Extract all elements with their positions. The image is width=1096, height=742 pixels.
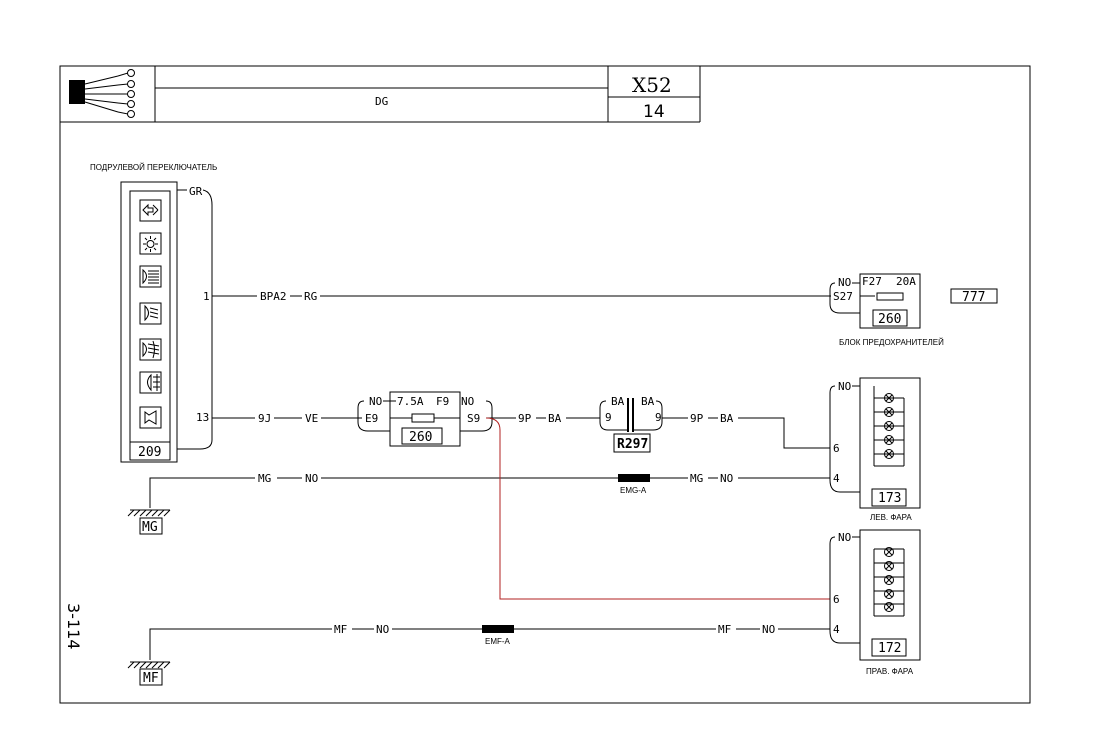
splice-emf-label: EMF-A <box>485 637 511 646</box>
left-headlamp-no: NO <box>838 380 851 393</box>
splice-emg <box>618 474 650 482</box>
fuse-box-mid-ref: 260 <box>409 430 432 445</box>
vehicle-code: X52 <box>632 73 672 97</box>
wire-bpa2: BPA2 RG <box>212 290 831 303</box>
right-headlamp-pin6: 6 <box>833 593 840 606</box>
stalk-switch-ref: 209 <box>138 445 161 460</box>
ground-mg-label: MG <box>142 520 158 535</box>
function-code: DG <box>375 95 388 108</box>
stalk-pin-1: 1 <box>203 290 210 303</box>
wire-ba-a: 9P BA <box>486 412 600 425</box>
turn-signal-icon <box>139 199 162 222</box>
stalk-switch-title: ПОДРУЛЕВОЙ ПЕРЕКЛЮЧАТЕЛЬ <box>90 163 217 172</box>
ground-mf: MF <box>127 661 171 686</box>
wire-label-9p-b: 9P <box>690 412 704 425</box>
connector-r297: BA BA 9 9 R297 <box>599 395 663 453</box>
r297-pin-left: 9 <box>605 411 612 424</box>
wire-label-bpa2: BPA2 <box>260 290 287 303</box>
wire-mf: MF NO EMF-A MF NO <box>149 623 830 660</box>
high-beam-icon <box>139 265 162 288</box>
fuse-box-top-pin: S27 <box>833 290 853 303</box>
fuse-box-top-ref: 260 <box>878 312 901 327</box>
left-headlamp: 173 NO 6 4 ЛЕВ. ФАРА <box>829 377 921 522</box>
fuse-box-mid-pin-in: E9 <box>365 412 378 425</box>
wire-ve: 9J VE <box>212 412 362 425</box>
wire-mg: MG NO EMG-A MG NO <box>149 472 830 508</box>
connector-logo-icon <box>69 69 135 118</box>
right-headlamp-pin4: 4 <box>833 623 840 636</box>
right-headlamp-no: NO <box>838 531 851 544</box>
low-beam-icon <box>139 302 162 325</box>
ground-mg: MG <box>127 509 171 535</box>
sheet-number: 14 <box>643 102 665 122</box>
stalk-pin-gr: GR <box>189 185 203 198</box>
title-block: DG X52 14 <box>60 66 701 123</box>
lamp-bulb-icon <box>884 547 894 612</box>
ground-mf-label: MF <box>143 671 159 686</box>
page-frame <box>59 65 1031 704</box>
fuse-box-mid: 260 NO 7.5A F9 NO E9 S9 <box>357 391 493 447</box>
sidelight-icon <box>139 232 162 255</box>
wire-label-9j: 9J <box>258 412 271 425</box>
wire-label-mf-b: MF <box>718 623 731 636</box>
splice-emf <box>482 625 514 633</box>
stalk-pin-13: 13 <box>196 411 209 424</box>
fuse-box-mid-fuse: F9 <box>436 395 449 408</box>
left-headlamp-title: ЛЕВ. ФАРА <box>870 513 912 522</box>
right-headlamp: 172 NO 6 4 ПРАВ. ФАРА <box>829 529 921 676</box>
wire-label-mg-b: MG <box>690 472 703 485</box>
fuse-box-mid-rating: 7.5A <box>397 395 424 408</box>
wire-label-ba-b: BA <box>720 412 734 425</box>
r297-pin-right: 9 <box>655 411 662 424</box>
stalk-switch: ПОДРУЛЕВОЙ ПЕРЕКЛЮЧАТЕЛЬ 209 <box>90 163 217 463</box>
splice-emg-label: EMG-A <box>620 486 647 495</box>
wire-label-no-c: NO <box>376 623 389 636</box>
wire-label-no-b: NO <box>720 472 733 485</box>
wire-ba-b: 9P BA <box>662 412 830 449</box>
left-headlamp-ref: 173 <box>878 491 901 506</box>
link-ref-box <box>950 288 998 304</box>
fuse-box-mid-no-right: NO <box>461 395 474 408</box>
wire-label-ba-a: BA <box>548 412 562 425</box>
fuse-box-top-rating: 20A <box>896 275 916 288</box>
right-headlamp-ref: 172 <box>878 641 901 656</box>
wire-red-cross <box>485 417 830 600</box>
fuse-box-top-no: NO <box>838 276 851 289</box>
left-headlamp-pin6: 6 <box>833 442 840 455</box>
lamp-bulb-icon <box>884 393 894 459</box>
wire-label-mg-a: MG <box>258 472 271 485</box>
front-fog-icon <box>139 338 162 361</box>
right-headlamp-title: ПРАВ. ФАРА <box>866 667 914 676</box>
page-reference: 3-114 <box>64 603 83 650</box>
r297-ba-left: BA <box>611 395 625 408</box>
r297-ref: R297 <box>617 437 648 452</box>
r297-ba-right: BA <box>641 395 655 408</box>
wire-label-no-d: NO <box>762 623 775 636</box>
wire-label-ve: VE <box>305 412 318 425</box>
wire-label-rg: RG <box>304 290 317 303</box>
fuse-box-mid-pin-out: S9 <box>467 412 480 425</box>
horn-icon <box>139 406 162 429</box>
wire-label-no-a: NO <box>305 472 318 485</box>
wire-label-mf-a: MF <box>334 623 347 636</box>
fuse-box-top: 260 NO F27 20A S27 БЛОК ПРЕДОХРАНИТЕЛЕЙ … <box>829 273 998 347</box>
fuse-box-top-fuse: F27 <box>862 275 882 288</box>
fuse-box-top-title: БЛОК ПРЕДОХРАНИТЕЛЕЙ <box>839 338 944 347</box>
wire-label-9p-a: 9P <box>518 412 532 425</box>
rear-fog-icon <box>139 371 162 394</box>
left-headlamp-pin4: 4 <box>833 472 840 485</box>
fuse-box-mid-no-left: NO <box>369 395 382 408</box>
link-ref: 777 <box>962 290 985 305</box>
